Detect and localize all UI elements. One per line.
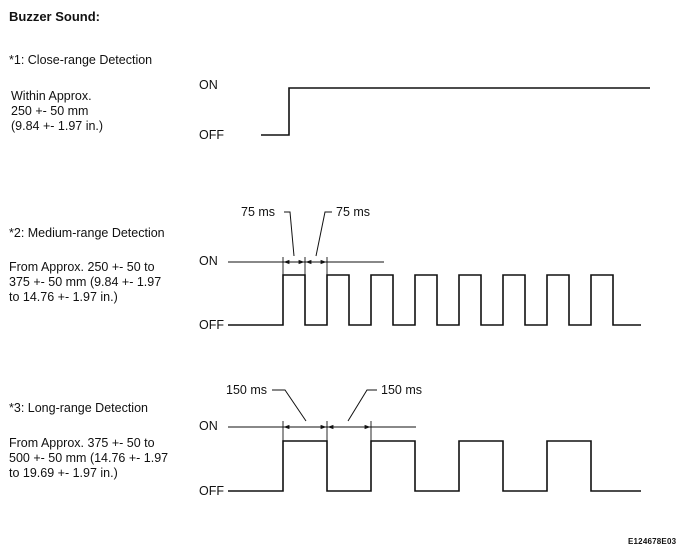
medium-range-off-time-leader — [315, 211, 332, 257]
medium-range-on-time-label: 75 ms — [241, 205, 276, 219]
long-range-description: From Approx. 375 +- 50 to 500 +- 50 mm (… — [9, 436, 169, 480]
medium-range-heading: *2: Medium-range Detection — [9, 226, 165, 240]
close-range-on-label: ON — [199, 78, 218, 92]
medium-range-off-label: OFF — [199, 318, 224, 332]
long-range-signal-line — [228, 440, 641, 492]
long-range-on-label: ON — [199, 419, 218, 433]
medium-range-off-time-label: 75 ms — [336, 205, 371, 219]
figure-code: E124678E03 — [628, 537, 677, 546]
medium-range-on-label: ON — [199, 254, 218, 268]
page-title: Buzzer Sound: — [9, 9, 100, 24]
medium-range-description: From Approx. 250 +- 50 to 375 +- 50 mm (… — [9, 260, 162, 304]
close-range-off-label: OFF — [199, 128, 224, 142]
long-range-on-time-label: 150 ms — [226, 383, 267, 397]
long-range-heading: *3: Long-range Detection — [9, 401, 148, 415]
close-range-heading: *1: Close-range Detection — [9, 53, 153, 67]
close-range-signal-line — [261, 87, 650, 136]
long-range-off-label: OFF — [199, 484, 224, 498]
medium-range-signal-line — [228, 274, 641, 326]
long-range-off-time-label: 150 ms — [381, 383, 422, 397]
medium-range-on-time-leader — [284, 211, 295, 257]
long-range-on-time-leader — [272, 389, 307, 422]
long-range-off-time-leader — [347, 389, 377, 422]
close-range-description: Within Approx. 250 +- 50 mm (9.84 +- 1.9… — [11, 89, 104, 133]
